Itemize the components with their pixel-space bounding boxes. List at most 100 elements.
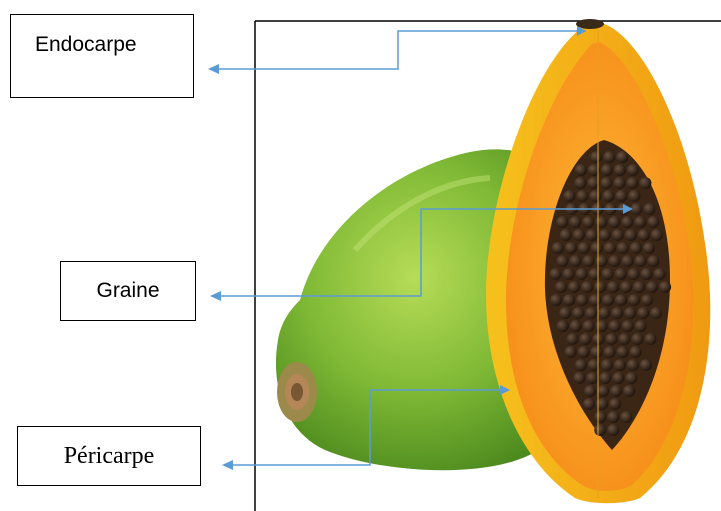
seed [609, 255, 621, 267]
seed [635, 320, 647, 332]
seed [625, 372, 637, 384]
seed [610, 385, 622, 397]
seed [640, 359, 652, 371]
seed [630, 346, 642, 358]
seed [606, 333, 618, 345]
seed [607, 411, 619, 423]
seed [563, 268, 575, 280]
seed [644, 203, 656, 215]
seed [589, 190, 601, 202]
seed [559, 307, 571, 319]
seed [635, 255, 647, 267]
seed [627, 359, 639, 371]
seed [612, 372, 624, 384]
seed [594, 411, 606, 423]
seed [602, 268, 614, 280]
seed [647, 216, 659, 228]
seed [621, 216, 633, 228]
seed [568, 281, 580, 293]
seed [575, 164, 587, 176]
seed [632, 333, 644, 345]
seed [556, 216, 568, 228]
seed [654, 268, 666, 280]
halved-papaya [486, 19, 710, 503]
seed [578, 242, 590, 254]
pericarpe-label-box: Péricarpe [17, 426, 201, 486]
seed [646, 281, 658, 293]
seed [633, 281, 645, 293]
seed [613, 177, 625, 189]
endocarpe-label-box: Endocarpe [10, 14, 194, 98]
seed [585, 307, 597, 319]
seed [620, 411, 632, 423]
seed [601, 164, 613, 176]
seed [616, 151, 628, 163]
seed [575, 359, 587, 371]
seed [639, 177, 651, 189]
seed [576, 268, 588, 280]
seed [628, 268, 640, 280]
seed [586, 229, 598, 241]
seed [607, 424, 619, 436]
endocarpe-arrow-label [208, 64, 219, 74]
pericarpe-arrow-label [222, 460, 233, 470]
seed [583, 320, 595, 332]
seed [638, 229, 650, 241]
seed [584, 385, 596, 397]
seed [552, 242, 564, 254]
seed [625, 229, 637, 241]
seed [659, 281, 671, 293]
seed [565, 346, 577, 358]
seed [614, 359, 626, 371]
seed [641, 268, 653, 280]
seed [572, 307, 584, 319]
seed [611, 307, 623, 319]
seed [563, 294, 575, 306]
seed [555, 281, 567, 293]
seed [617, 346, 629, 358]
seed [622, 320, 634, 332]
seed [573, 229, 585, 241]
seed [589, 294, 601, 306]
seed [565, 242, 577, 254]
seed [599, 372, 611, 384]
seed [580, 333, 592, 345]
endocarpe-label: Endocarpe [35, 33, 137, 57]
seed [557, 255, 569, 267]
seed [574, 177, 586, 189]
seed [614, 164, 626, 176]
seed [651, 229, 663, 241]
seed [609, 320, 621, 332]
seed [650, 307, 662, 319]
seed [615, 294, 627, 306]
seed [560, 229, 572, 241]
seed [550, 294, 562, 306]
graine-label: Graine [96, 279, 159, 303]
seed [581, 281, 593, 293]
graine-arrow-label [210, 291, 221, 301]
seed [648, 255, 660, 267]
seed [573, 372, 585, 384]
seed [619, 333, 631, 345]
seed [608, 216, 620, 228]
seed [607, 281, 619, 293]
seed [615, 268, 627, 280]
seed [582, 216, 594, 228]
seed [578, 346, 590, 358]
graine-label-box: Graine [60, 261, 196, 321]
seed [624, 307, 636, 319]
seed [617, 242, 629, 254]
seed [557, 320, 569, 332]
seed [643, 242, 655, 254]
seed [626, 177, 638, 189]
seed [570, 320, 582, 332]
seed [630, 242, 642, 254]
seed [623, 385, 635, 397]
seed [615, 190, 627, 202]
seed [628, 294, 640, 306]
seed [612, 229, 624, 241]
seed [591, 242, 603, 254]
seed [583, 255, 595, 267]
seed [641, 294, 653, 306]
endocarpe-leader [214, 31, 586, 69]
